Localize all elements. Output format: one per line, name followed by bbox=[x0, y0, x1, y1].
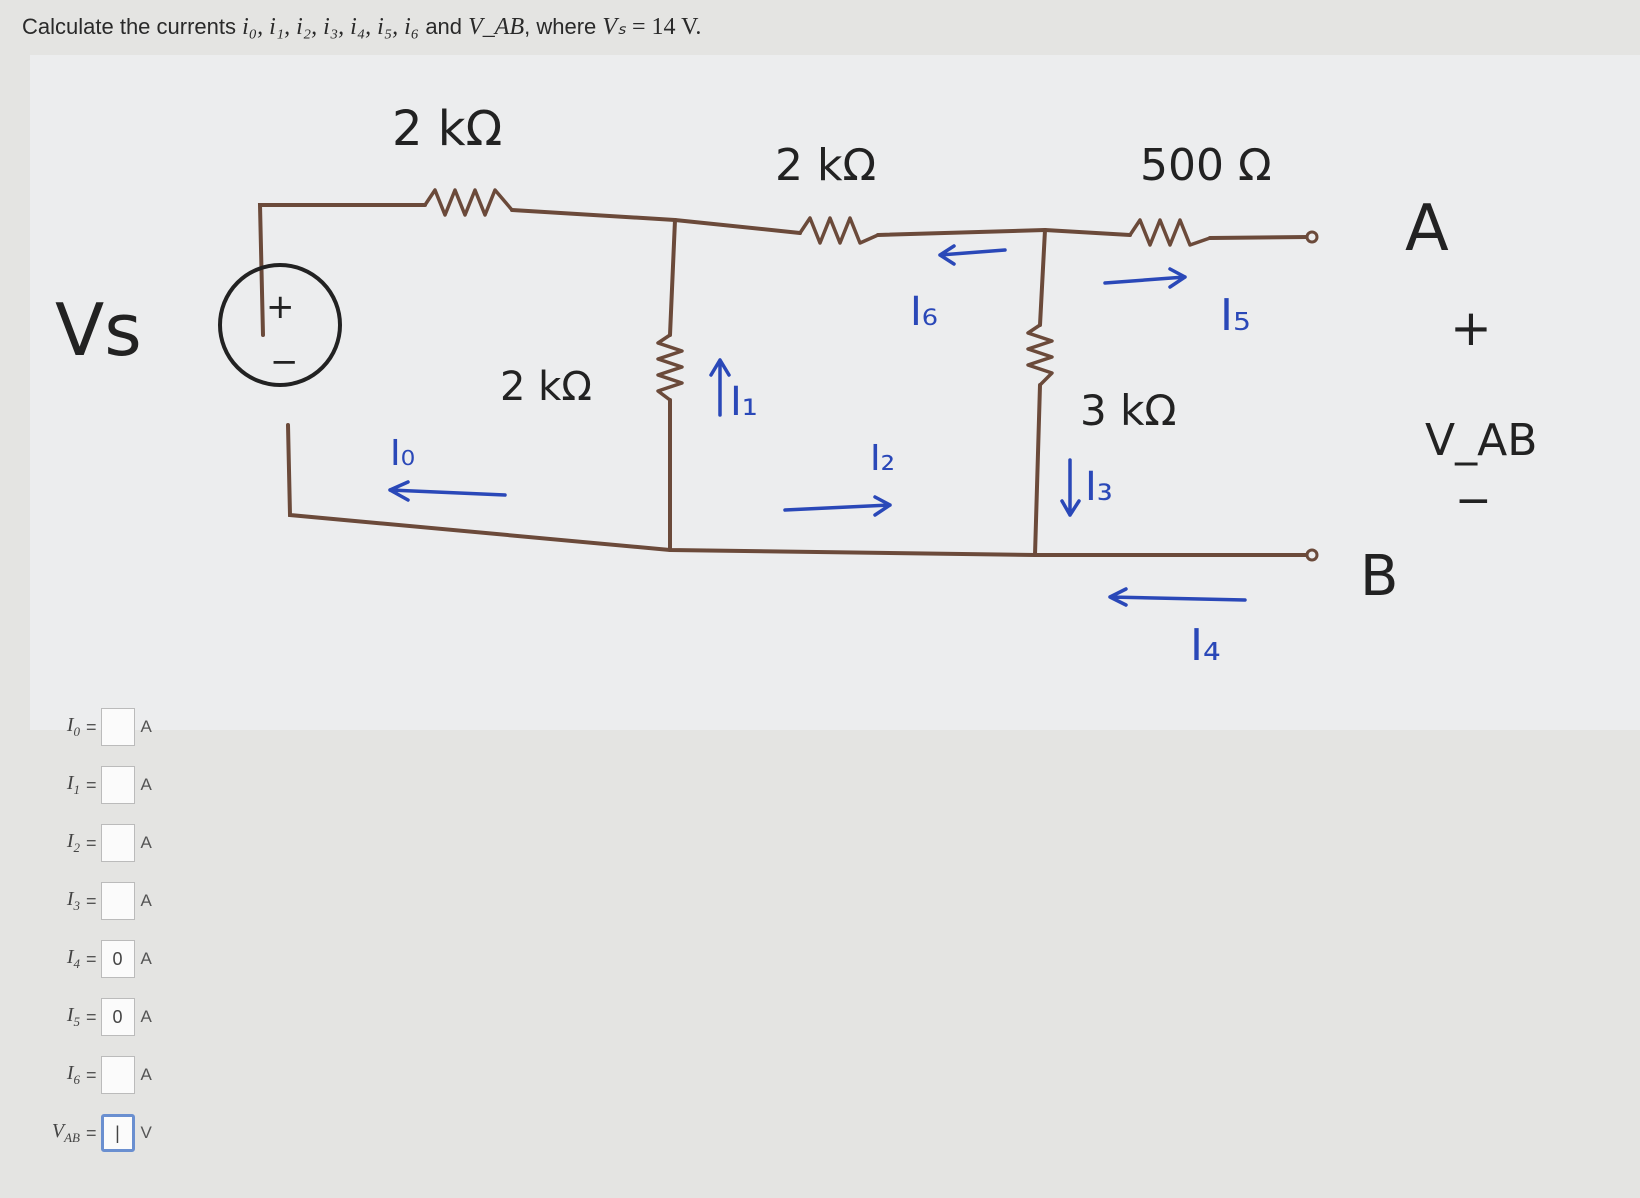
circuit-diagram: + − 2 kΩ 2 kΩ 500 Ω 2 kΩ 3 kΩ Vs A B + V… bbox=[55, 101, 1537, 671]
answer-input-vab[interactable] bbox=[100, 1114, 135, 1152]
problem-where: , where bbox=[524, 14, 603, 39]
label-i6: I₆ bbox=[910, 289, 938, 335]
answer-label-i4: I4 bbox=[66, 946, 80, 971]
label-i4: I₄ bbox=[1190, 620, 1221, 671]
answer-unit-i6: A bbox=[140, 1065, 152, 1084]
voltage-source bbox=[218, 263, 342, 387]
current-labels: I₀ I₁ I₂ I₃ I₄ I₅ I₆ bbox=[390, 289, 1251, 671]
arrow-i2 bbox=[783, 495, 892, 517]
wire-top-left bbox=[257, 203, 427, 337]
source-minus: − bbox=[270, 342, 299, 382]
problem-current-vars: i₀, i₁, i₂, i₃, i₄, i₅, i₆ bbox=[242, 14, 420, 40]
answer-unit-i5: A bbox=[140, 1007, 152, 1026]
wires bbox=[257, 203, 1310, 557]
answer-unit-i3: A bbox=[140, 891, 152, 910]
answer-row-vab: VAB= V bbox=[40, 1111, 152, 1155]
vab-minus: − bbox=[1455, 475, 1492, 526]
problem-and: and bbox=[419, 14, 469, 39]
wire-top-right-b bbox=[1208, 235, 1310, 240]
vab-plus: + bbox=[1450, 299, 1492, 357]
answer-label-i1: I1 bbox=[66, 772, 80, 797]
label-i0: I₀ bbox=[390, 433, 415, 474]
answer-input-i0[interactable] bbox=[100, 708, 135, 746]
wire-top-right-a bbox=[1043, 228, 1132, 237]
answer-label-i3: I3 bbox=[66, 888, 80, 913]
answer-input-i2[interactable] bbox=[100, 824, 135, 862]
problem-value: = 14 V. bbox=[626, 14, 702, 40]
problem-vab: V_AB bbox=[468, 14, 525, 40]
answer-label-vab: VAB bbox=[51, 1120, 80, 1145]
problem-statement: Calculate the currents i₀, i₁, i₂, i₃, i… bbox=[22, 12, 701, 41]
wire-r4-top bbox=[668, 218, 677, 337]
resistor-r1 bbox=[423, 188, 514, 217]
answer-row-i5: I5= A bbox=[40, 995, 152, 1039]
label-i1: I₁ bbox=[730, 379, 758, 425]
arrow-i6 bbox=[938, 244, 1007, 266]
r3-value: 500 Ω bbox=[1140, 140, 1272, 191]
arrow-i4 bbox=[1108, 587, 1247, 607]
answer-label-i5: I5 bbox=[66, 1004, 80, 1029]
wire-r5-top bbox=[1038, 228, 1047, 327]
current-arrows bbox=[388, 244, 1247, 607]
wire-r5-bottom bbox=[1033, 383, 1042, 557]
node-b-label: B bbox=[1360, 544, 1398, 609]
resistors bbox=[423, 188, 1211, 402]
answer-row-i6: I6= A bbox=[40, 1053, 152, 1097]
answer-unit-i4: A bbox=[140, 949, 152, 968]
problem-vs: Vₛ bbox=[602, 14, 627, 40]
resistor-r4 bbox=[656, 333, 684, 402]
wire-top-mid-left bbox=[510, 208, 677, 222]
label-i2: I₂ bbox=[870, 438, 895, 479]
answer-unit-i2: A bbox=[140, 833, 152, 852]
arrow-i5 bbox=[1103, 267, 1187, 289]
vs-label: Vs bbox=[55, 288, 142, 372]
answer-unit-i0: A bbox=[140, 717, 152, 736]
label-i5: I₅ bbox=[1220, 290, 1251, 341]
label-i3: I₃ bbox=[1085, 464, 1113, 510]
answer-input-i6[interactable] bbox=[100, 1056, 135, 1094]
answer-unit-vab: V bbox=[140, 1123, 152, 1142]
arrow-i3 bbox=[1060, 458, 1081, 517]
wire-top-mid bbox=[673, 218, 802, 235]
answer-label-i2: I2 bbox=[66, 830, 80, 855]
answer-row-i4: I4= A bbox=[40, 937, 152, 981]
resistor-r5 bbox=[1026, 323, 1054, 387]
resistor-values: 2 kΩ 2 kΩ 500 Ω 2 kΩ 3 kΩ Vs A B + V_AB … bbox=[55, 101, 1537, 609]
answer-row-i3: I3= A bbox=[40, 879, 152, 923]
resistor-r3 bbox=[1128, 218, 1211, 247]
answer-input-i5[interactable] bbox=[100, 998, 135, 1036]
answer-label-i0: I0 bbox=[66, 714, 80, 739]
vab-label: V_AB bbox=[1425, 415, 1537, 466]
answer-row-i1: I1= A bbox=[40, 763, 152, 807]
answer-row-i2: I2= A bbox=[40, 821, 152, 865]
terminal-a bbox=[1305, 230, 1319, 244]
r5-value: 3 kΩ bbox=[1080, 386, 1177, 435]
answer-unit-i1: A bbox=[140, 775, 152, 794]
wire-bottom bbox=[286, 423, 1310, 557]
source-plus: + bbox=[266, 287, 295, 327]
node-a-label: A bbox=[1405, 192, 1449, 266]
terminal-b bbox=[1305, 548, 1319, 562]
answer-label-i6: I6 bbox=[66, 1062, 80, 1087]
circuit-photo: + − 2 kΩ 2 kΩ 500 Ω 2 kΩ 3 kΩ Vs A B + V… bbox=[30, 55, 1640, 730]
answer-row-i0: I0= A bbox=[40, 705, 152, 749]
answer-input-i1[interactable] bbox=[100, 766, 135, 804]
r4-value: 2 kΩ bbox=[500, 364, 592, 410]
answer-input-i4[interactable] bbox=[100, 940, 135, 978]
r2-value: 2 kΩ bbox=[775, 140, 876, 191]
answer-input-i3[interactable] bbox=[100, 882, 135, 920]
r1-value: 2 kΩ bbox=[392, 101, 502, 157]
arrow-i1 bbox=[709, 358, 731, 417]
arrow-i0 bbox=[388, 480, 507, 502]
problem-prefix: Calculate the currents bbox=[22, 14, 243, 39]
resistor-r2 bbox=[798, 216, 879, 245]
wire-top-mid-right bbox=[876, 228, 1047, 237]
